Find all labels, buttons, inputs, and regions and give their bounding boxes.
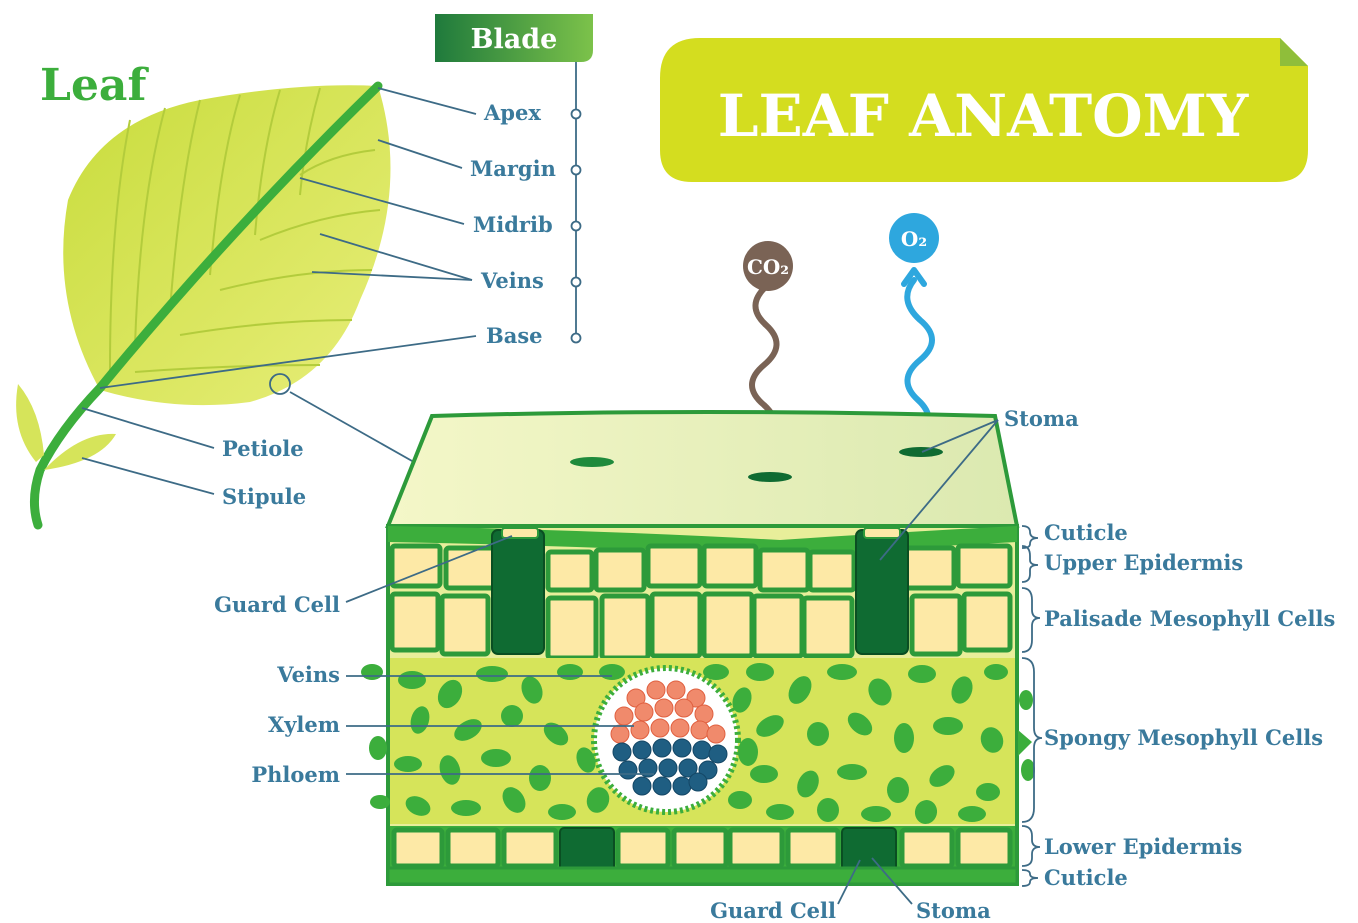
label-xylem: Xylem [268, 712, 340, 737]
guard-cell-upper-left [492, 530, 544, 654]
page-title: LEAF ANATOMY [718, 82, 1249, 150]
label-lower-epidermis: Lower Epidermis [1044, 834, 1242, 859]
leaf-cross-section [361, 412, 1035, 884]
label-petiole: Petiole [222, 436, 304, 461]
label-upper-epidermis: Upper Epidermis [1044, 550, 1243, 575]
stoma-opening-co2 [748, 472, 792, 482]
label-cuticle-top: Cuticle [1044, 520, 1128, 545]
guard-cap-upper-right [864, 528, 900, 538]
palisade-cells [392, 594, 1010, 658]
leaf-heading: Leaf [40, 60, 149, 111]
stoma-opening-o2 [899, 447, 943, 457]
guard-cap-upper-left [502, 528, 538, 538]
label-stoma-top: Stoma [1004, 406, 1079, 431]
label-base: Base [486, 323, 543, 348]
label-cuticle-bottom: Cuticle [1044, 865, 1128, 890]
label-stoma-bottom: Stoma [916, 898, 991, 923]
label-apex: Apex [483, 100, 541, 125]
title-banner: LEAF ANATOMY [660, 38, 1308, 182]
label-guard-cell-lower: Guard Cell [710, 898, 836, 923]
vascular-bundle [594, 668, 738, 812]
label-stipule: Stipule [222, 484, 306, 509]
lower-epidermis-cells [394, 830, 1010, 866]
label-midrib: Midrib [473, 212, 553, 237]
label-guard-cell-upper: Guard Cell [214, 592, 340, 617]
label-palisade: Palisade Mesophyll Cells [1044, 606, 1335, 631]
label-spongy: Spongy Mesophyll Cells [1044, 725, 1323, 750]
label-phloem: Phloem [251, 762, 340, 787]
guard-cell-upper-right [856, 530, 908, 654]
upper-epidermis-cells [392, 546, 1010, 590]
cuticle-bottom-layer [388, 868, 1017, 884]
o2-indicator: O₂ [889, 213, 939, 440]
label-veins-blade: Veins [480, 268, 544, 293]
label-margin: Margin [470, 156, 556, 181]
stoma-surface-mark [570, 457, 614, 467]
co2-label: CO₂ [747, 255, 789, 279]
label-veins-section: Veins [276, 662, 340, 687]
o2-label: O₂ [901, 227, 927, 251]
leaf-top-surface [388, 412, 1017, 540]
blade-tag-label: Blade [471, 24, 558, 55]
stipule-shape-left [16, 384, 44, 462]
